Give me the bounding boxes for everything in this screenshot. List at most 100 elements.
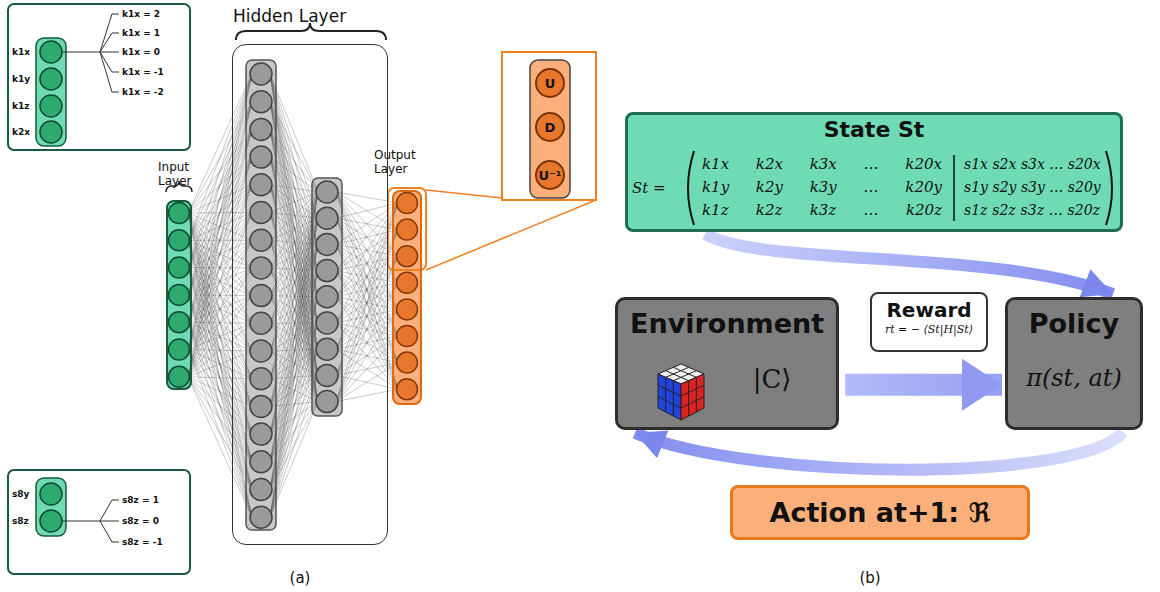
weight-line xyxy=(188,268,252,490)
weight-line xyxy=(188,129,252,376)
neuron xyxy=(169,366,190,387)
neuron xyxy=(397,299,418,320)
state-box-text: s1z s2z s3z … s20z xyxy=(964,199,1100,221)
neuron xyxy=(250,146,272,168)
network-connections xyxy=(169,63,418,528)
weight-line xyxy=(188,377,252,379)
weight-line xyxy=(270,129,318,270)
neuron xyxy=(250,395,272,417)
weight-line xyxy=(188,295,252,462)
neuron xyxy=(397,219,418,240)
weight-line xyxy=(188,213,252,517)
weight-line xyxy=(188,102,252,377)
state-box-text: s1x s2x s3x … s20x xyxy=(964,153,1100,175)
weight-line xyxy=(188,350,252,462)
weight-line xyxy=(270,323,318,517)
variable-label: k1x = 0 xyxy=(122,47,160,57)
action-neuron-text: U⁻¹ xyxy=(538,168,561,183)
weight-line xyxy=(188,350,252,518)
value-fan xyxy=(62,500,119,542)
hidden-layer-text: Hidden Layer xyxy=(233,6,389,26)
weight-line xyxy=(270,375,318,517)
variable-label: s8y xyxy=(12,489,30,499)
weight-line xyxy=(188,185,252,377)
rubiks-cube xyxy=(656,362,706,424)
weight-line xyxy=(270,192,318,462)
weight-line xyxy=(188,213,252,462)
weight-line xyxy=(336,256,398,401)
neuron xyxy=(250,506,272,528)
weight-line xyxy=(336,271,398,336)
neuron xyxy=(250,257,272,279)
weight-line xyxy=(188,157,252,377)
state-box-text: St = xyxy=(632,178,688,198)
input-band xyxy=(36,478,66,536)
weight-line xyxy=(270,244,318,517)
weight-line xyxy=(270,192,318,490)
state-box-text: State St xyxy=(628,117,1120,143)
weight-line xyxy=(270,102,318,323)
environment-box-text: |C⟩ xyxy=(753,364,792,394)
weight-line xyxy=(188,295,252,351)
neuron xyxy=(250,91,272,113)
weight-line xyxy=(188,240,252,434)
weight-line xyxy=(270,402,318,518)
action-neuron: U⁻¹ xyxy=(535,160,565,190)
weight-line xyxy=(188,74,252,377)
variable-label: k1x = 2 xyxy=(122,9,160,19)
neuron xyxy=(316,260,338,282)
weight-line xyxy=(336,271,398,363)
neuron xyxy=(250,63,272,85)
hidden-band xyxy=(312,178,342,416)
weight-line xyxy=(270,192,318,213)
weight-line xyxy=(188,295,252,323)
neuron xyxy=(397,246,418,267)
weight-line xyxy=(188,322,252,517)
weight-line xyxy=(188,240,252,489)
panel-caption: (a) xyxy=(290,569,311,587)
neuron xyxy=(397,272,418,293)
variable-label: k1x = -2 xyxy=(122,87,164,97)
weight-line xyxy=(270,271,318,324)
weight-line xyxy=(270,192,318,517)
variable-label: k1z xyxy=(12,101,30,111)
weight-line xyxy=(188,268,252,351)
policy-box-text: π(st, at) xyxy=(1026,364,1122,392)
weight-line xyxy=(270,271,318,518)
input-band xyxy=(36,38,66,146)
weight-line xyxy=(336,389,398,401)
weight-line xyxy=(188,74,252,295)
variable-label: s8z = 1 xyxy=(122,495,159,505)
reward-box-text: rt = − ⟨St|H|St⟩ xyxy=(885,322,973,338)
input-neurons xyxy=(40,41,62,143)
weight-line xyxy=(188,377,252,462)
weight-line xyxy=(270,218,318,517)
weight-line xyxy=(270,271,318,296)
weight-line xyxy=(270,297,318,324)
action-neuron-text: U xyxy=(545,76,556,91)
reward-box: Rewardrt = − ⟨St|H|St⟩ xyxy=(870,292,988,352)
action-neuron: U xyxy=(535,68,565,98)
output-band xyxy=(392,190,422,405)
weight-line xyxy=(270,244,318,351)
variable-label: s8z xyxy=(12,516,29,526)
neuron xyxy=(250,340,272,362)
weight-line xyxy=(188,268,252,462)
weight-line xyxy=(336,363,398,402)
weight-line xyxy=(270,102,318,245)
environment-box: Environment|C⟩ xyxy=(615,297,839,430)
weight-line xyxy=(270,297,318,351)
state-box-text: s1y s2y s3y … s20y xyxy=(964,176,1100,198)
neuron xyxy=(169,230,190,251)
neuron xyxy=(169,203,190,224)
action-box: Action at+1: ℜ xyxy=(730,485,1030,540)
inset-box xyxy=(8,470,190,574)
reward-box-text: Reward xyxy=(886,298,971,322)
neuron xyxy=(250,451,272,473)
weight-line xyxy=(188,74,252,322)
weight-line xyxy=(188,351,252,377)
weight-line xyxy=(270,129,318,401)
weight-line xyxy=(188,377,252,517)
neuron xyxy=(316,312,338,334)
weight-line xyxy=(336,336,398,402)
